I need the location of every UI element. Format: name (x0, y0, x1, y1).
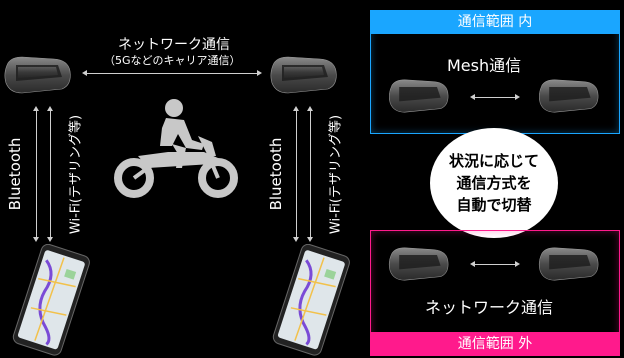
network-label: ネットワーク通信 (425, 298, 554, 317)
bubble-line-1: 状況に応じて (448, 152, 539, 170)
bubble-line-2: 通信方式を (456, 174, 532, 192)
vertical-arrow (307, 106, 313, 242)
wifi-label: Wi-Fi(テザリング等) (328, 114, 344, 235)
intercom-device (388, 79, 449, 113)
intercom-device (538, 79, 599, 113)
horizontal-arrow (470, 261, 520, 267)
smartphone-map-icon (272, 244, 350, 356)
intercom-device (388, 247, 449, 281)
out-of-range-header: 通信範囲 外 (370, 332, 620, 356)
bluetooth-label: Bluetooth (267, 137, 285, 211)
vertical-arrow (293, 106, 299, 242)
motorcycle-rider-icon (114, 99, 238, 198)
vertical-arrow (47, 106, 53, 242)
intercom-device (4, 56, 71, 94)
network-subtitle: （5Gなどのキャリア通信） (104, 54, 241, 67)
bluetooth-label: Bluetooth (6, 137, 24, 211)
vertical-arrow (33, 106, 39, 242)
intercom-device (270, 56, 337, 94)
auto-switch-bubble: 状況に応じて 通信方式を 自動で切替 (430, 128, 558, 238)
horizontal-arrow (470, 94, 520, 100)
smartphone-map-icon (12, 244, 90, 356)
intercom-device (538, 247, 599, 281)
network-title: ネットワーク通信 (118, 37, 230, 53)
wifi-label: Wi-Fi(テザリング等) (68, 114, 84, 235)
in-range-header: 通信範囲 内 (370, 10, 620, 34)
horizontal-arrow (82, 70, 262, 76)
bubble-line-3: 自動で切替 (456, 196, 532, 214)
mesh-label: Mesh通信 (447, 56, 522, 75)
